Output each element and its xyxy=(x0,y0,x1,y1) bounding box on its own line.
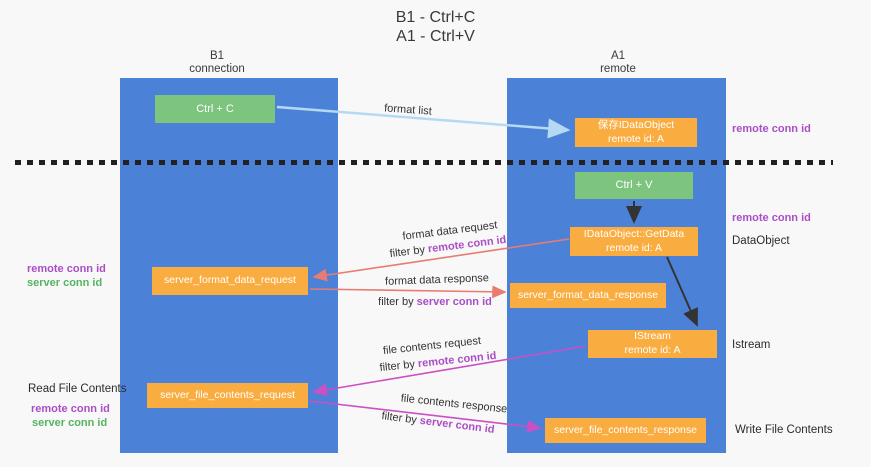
label-istream: Istream xyxy=(732,339,771,351)
node-ctrl-v: Ctrl + V xyxy=(575,172,693,199)
node-format-response-label: server_format_data_response xyxy=(517,288,659,301)
filter-by-text: filter by xyxy=(389,243,429,261)
node-save-idataobject: 保存IDataObject remote id: A xyxy=(575,118,697,147)
node-format-request-label: server_format_data_request xyxy=(164,274,296,287)
filter-by-text: filter by xyxy=(379,358,419,375)
node-server-file-contents-request: server_file_contents_request xyxy=(147,383,308,408)
node-file-response-label: server_file_contents_response xyxy=(553,423,697,436)
label-read-file-contents: Read File Contents xyxy=(28,383,127,395)
node-istream-line1: IStream xyxy=(634,330,671,343)
server-conn-id-key: server conn id xyxy=(419,414,496,436)
node-istream: IStream remote id: A xyxy=(588,330,717,358)
label-remote-conn-id-mid-right: remote conn id xyxy=(732,212,811,224)
edge-label-format-list: format list xyxy=(383,102,433,118)
label-remote-conn-id-top-right: remote conn id xyxy=(732,123,811,135)
column-header-a1: A1 remote xyxy=(538,50,698,76)
node-save-idataobject-line2: remote id: A xyxy=(607,132,665,145)
node-server-format-data-response: server_format_data_response xyxy=(510,283,666,308)
column-b1-name: B1 xyxy=(209,50,225,62)
edge-label-file-contents-response-filter: filter by server conn id xyxy=(381,410,495,436)
node-getdata-line1: IDataObject::GetData xyxy=(583,227,685,240)
label-dataobject: DataObject xyxy=(732,235,790,247)
node-file-request-label: server_file_contents_request xyxy=(160,388,295,401)
node-ctrl-v-label: Ctrl + V xyxy=(615,179,653,192)
remote-conn-id-key: remote conn id xyxy=(417,349,497,371)
column-a1-role: remote xyxy=(600,63,636,75)
column-a1-name: A1 xyxy=(610,50,626,62)
node-ctrl-c-label: Ctrl + C xyxy=(196,102,234,115)
node-idataobject-getdata: IDataObject::GetData remote id: A xyxy=(570,227,698,256)
column-b1-role: connection xyxy=(189,63,245,75)
node-save-idataobject-line1: 保存IDataObject xyxy=(597,118,675,131)
edge-label-format-data-response-filter: filter by server conn id xyxy=(378,296,492,308)
label-remote-conn-id-left-1: remote conn id xyxy=(27,263,106,275)
server-conn-id-key: server conn id xyxy=(416,296,492,308)
label-server-conn-id-left-1: server conn id xyxy=(27,277,103,289)
edge-label-file-contents-response: file contents response xyxy=(400,392,508,416)
node-server-format-data-request: server_format_data_request xyxy=(152,267,308,295)
edge-label-format-data-response: format data response xyxy=(384,272,490,288)
label-write-file-contents: Write File Contents xyxy=(735,424,833,436)
phase-separator-dashed-line xyxy=(15,160,833,165)
arrow-format-data-response xyxy=(309,285,507,299)
label-remote-conn-id-left-2: remote conn id xyxy=(31,403,110,415)
node-ctrl-c: Ctrl + C xyxy=(155,95,275,123)
node-server-file-contents-response: server_file_contents_response xyxy=(545,418,706,443)
column-header-b1: B1 connection xyxy=(137,50,297,76)
node-istream-line2: remote id: A xyxy=(624,344,681,356)
diagram-title: B1 - Ctrl+C A1 - Ctrl+V xyxy=(0,8,871,46)
label-server-conn-id-left-2: server conn id xyxy=(32,417,108,429)
title-line-1: B1 - Ctrl+C xyxy=(395,9,476,26)
node-getdata-line2: remote id: A xyxy=(605,241,663,254)
title-line-2: A1 - Ctrl+V xyxy=(396,28,475,45)
filter-by-text: filter by xyxy=(378,296,417,308)
filter-by-text: filter by xyxy=(380,410,421,427)
